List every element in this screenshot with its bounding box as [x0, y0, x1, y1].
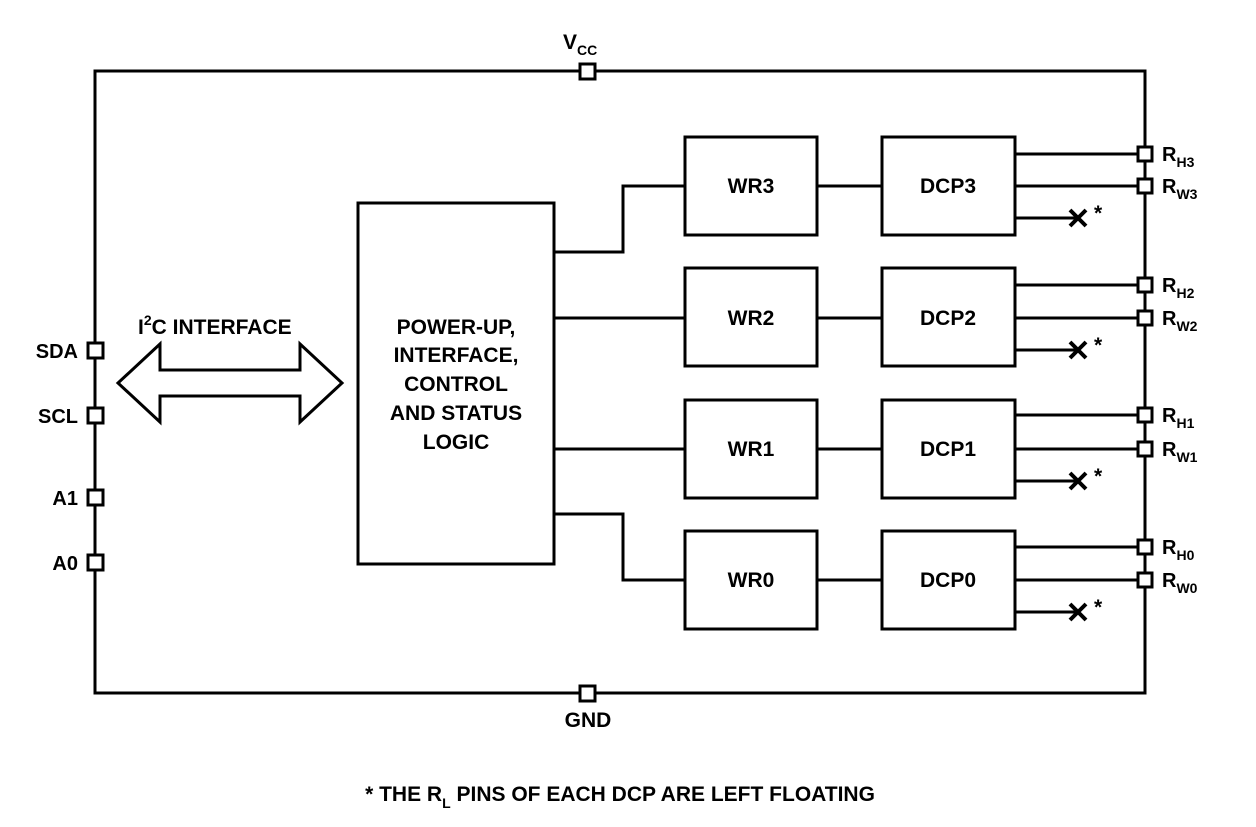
channel-2: WR2 DCP2 RH2 RW2 * — [683, 266, 1198, 368]
rl3-float-mark: * — [1094, 202, 1103, 225]
dcp2-block — [880, 266, 1017, 368]
logic-line-4: AND STATUS — [390, 402, 522, 425]
wr0-block — [683, 529, 819, 631]
wr3-label: WR3 — [728, 175, 775, 198]
logic-block-text: POWER-UP, INTERFACE, CONTROL AND STATUS … — [390, 316, 522, 454]
i2c-label-sup: 2 — [144, 312, 152, 328]
sda-label: SDA — [36, 341, 78, 363]
a1-pin — [86, 488, 105, 507]
rh1-pin — [1136, 406, 1154, 424]
dcp0-block — [880, 529, 1017, 631]
channel-0: WR0 DCP0 RH0 RW0 * — [683, 529, 1198, 631]
rh3-pin — [1136, 145, 1154, 163]
rw3-sub: W3 — [1176, 186, 1197, 202]
rw2-main: R — [1162, 308, 1177, 330]
gnd-pin — [578, 684, 597, 703]
rh0-pin — [1136, 538, 1154, 556]
rh1-main: R — [1162, 405, 1177, 427]
a0-pin — [86, 553, 105, 572]
logic-line-1: POWER-UP, — [397, 316, 516, 339]
rh1-label: RH1 — [1162, 405, 1195, 431]
rl0-float-mark: * — [1094, 596, 1103, 619]
rh0-sub: H0 — [1176, 547, 1194, 563]
logic-block — [356, 201, 556, 566]
rw1-pin — [1136, 440, 1154, 458]
logic-line-5: LOGIC — [423, 431, 490, 454]
bus-connections — [554, 184, 685, 582]
wr1-block — [683, 398, 819, 500]
wr1-label: WR1 — [728, 438, 775, 461]
i2c-label-pre: I — [138, 316, 144, 339]
vcc-pin — [578, 62, 597, 81]
wr2-label: WR2 — [728, 307, 775, 330]
rw1-sub: W1 — [1176, 449, 1197, 465]
rw0-sub: W0 — [1176, 580, 1197, 596]
channel-1: WR1 DCP1 RH1 RW1 * — [683, 398, 1198, 500]
rh3-main: R — [1162, 144, 1177, 166]
rw3-main: R — [1162, 176, 1177, 198]
dcp1-block — [880, 398, 1017, 500]
rw1-main: R — [1162, 439, 1177, 461]
rw2-sub: W2 — [1176, 318, 1197, 334]
sda-pin — [86, 341, 105, 360]
rl3-float-x-icon — [1068, 208, 1088, 228]
channel-3: WR3 DCP3 RH3 RW3 * — [683, 135, 1198, 237]
wr3-block — [683, 135, 819, 237]
rw0-pin — [1136, 571, 1154, 589]
chip-outline — [93, 69, 1147, 695]
a1-label: A1 — [52, 488, 78, 510]
rh1-sub: H1 — [1176, 415, 1194, 431]
rh2-pin — [1136, 276, 1154, 294]
rh2-sub: H2 — [1176, 285, 1194, 301]
i2c-label-post: C INTERFACE — [152, 316, 292, 339]
scl-label: SCL — [38, 406, 78, 428]
rh0-main: R — [1162, 537, 1177, 559]
dcp2-label: DCP2 — [920, 307, 976, 330]
rw3-label: RW3 — [1162, 176, 1198, 202]
rh0-label: RH0 — [1162, 537, 1195, 563]
bus-to-wr0 — [554, 512, 685, 582]
footnote-sub: L — [442, 795, 451, 811]
scl-pin — [86, 406, 105, 425]
bidirectional-arrow — [115, 340, 345, 426]
rl1-float-x-icon — [1068, 471, 1088, 491]
rw2-label: RW2 — [1162, 308, 1198, 334]
dcp0-label: DCP0 — [920, 569, 976, 592]
footnote-pre: * THE R — [365, 783, 442, 806]
rw0-label: RW0 — [1162, 570, 1198, 596]
footnote: * THE RL PINS OF EACH DCP ARE LEFT FLOAT… — [365, 783, 875, 811]
dcp3-block — [880, 135, 1017, 237]
dcp3-label: DCP3 — [920, 175, 976, 198]
vcc-label: VCC — [563, 31, 597, 58]
gnd-label: GND — [565, 709, 612, 732]
vcc-label-sub: CC — [577, 42, 597, 58]
rl0-float-x-icon — [1068, 602, 1088, 622]
dcp1-label: DCP1 — [920, 438, 976, 461]
wr0-label: WR0 — [728, 569, 775, 592]
rl2-float-mark: * — [1094, 334, 1103, 357]
rh3-sub: H3 — [1176, 154, 1194, 170]
vcc-label-main: V — [563, 31, 577, 54]
bus-to-wr3 — [554, 184, 685, 254]
rh2-main: R — [1162, 275, 1177, 297]
rl1-float-mark: * — [1094, 465, 1103, 488]
wr2-block — [683, 266, 819, 368]
rw0-main: R — [1162, 570, 1177, 592]
logic-line-2: INTERFACE, — [394, 344, 519, 367]
a0-label: A0 — [52, 553, 78, 575]
left-pins: SDA SCL A1 A0 — [36, 341, 105, 575]
rw3-pin — [1136, 177, 1154, 195]
rw1-label: RW1 — [1162, 439, 1198, 465]
logic-line-3: CONTROL — [404, 373, 508, 396]
footnote-post: PINS OF EACH DCP ARE LEFT FLOATING — [451, 783, 875, 806]
rl2-float-x-icon — [1068, 340, 1088, 360]
i2c-interface-label: I2C INTERFACE — [138, 312, 292, 339]
rh3-label: RH3 — [1162, 144, 1195, 170]
rh2-label: RH2 — [1162, 275, 1195, 301]
rw2-pin — [1136, 309, 1154, 327]
